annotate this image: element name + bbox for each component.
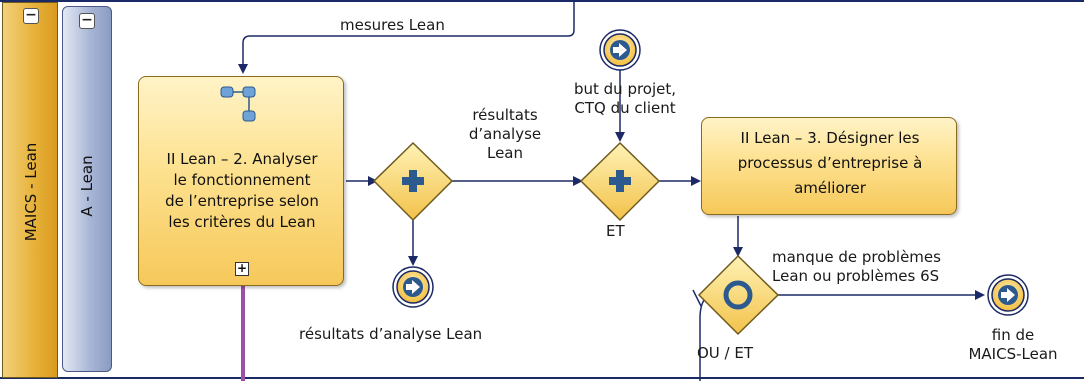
default-flow-slash bbox=[692, 289, 702, 307]
label-resultats-flow: résultats d’analyse Lean bbox=[468, 106, 542, 162]
label-manque-problemes: manque de problèmes Lean ou problèmes 6S bbox=[772, 248, 941, 285]
parallel-gateway-1 bbox=[372, 141, 454, 222]
label-gateway-ou-et: OU / ET bbox=[697, 344, 754, 362]
label-mesures-lean: mesures Lean bbox=[340, 16, 445, 34]
lane-maics-lean[interactable]: − MAICS - Lean bbox=[2, 2, 58, 378]
task-analyser-fonctionnement[interactable]: II Lean – 2. Analyser le fonctionnement … bbox=[138, 76, 344, 286]
label-fin-maics: fin de MAICS-Lean bbox=[968, 326, 1058, 363]
lane-a-lean[interactable]: − A - Lean bbox=[62, 6, 112, 372]
label-resultats-event: résultats d’analyse Lean bbox=[299, 325, 483, 343]
intermediate-event-resultats bbox=[392, 266, 434, 308]
collapse-lane-a-button[interactable]: − bbox=[79, 13, 95, 29]
label-gateway-et: ET bbox=[606, 222, 625, 240]
inclusive-gateway bbox=[697, 254, 780, 336]
end-event-fin-maics bbox=[987, 274, 1029, 316]
label-but-projet: but du projet, CTQ du client bbox=[573, 80, 677, 117]
task-designer-processus[interactable]: II Lean – 3. Désigner les processus d’en… bbox=[701, 117, 957, 215]
process-flow-icon bbox=[220, 86, 256, 122]
task-designer-label: II Lean – 3. Désigner les processus d’en… bbox=[737, 129, 923, 197]
task-analyser-label: II Lean – 2. Analyser le fonctionnement … bbox=[165, 150, 319, 231]
expand-subprocess-icon[interactable]: + bbox=[235, 261, 249, 276]
parallel-gateway-2 bbox=[579, 141, 661, 222]
flow-mesures-lean bbox=[238, 0, 575, 74]
intermediate-event-but-projet bbox=[599, 29, 641, 71]
collapse-lane-maics-button[interactable]: − bbox=[23, 8, 39, 24]
